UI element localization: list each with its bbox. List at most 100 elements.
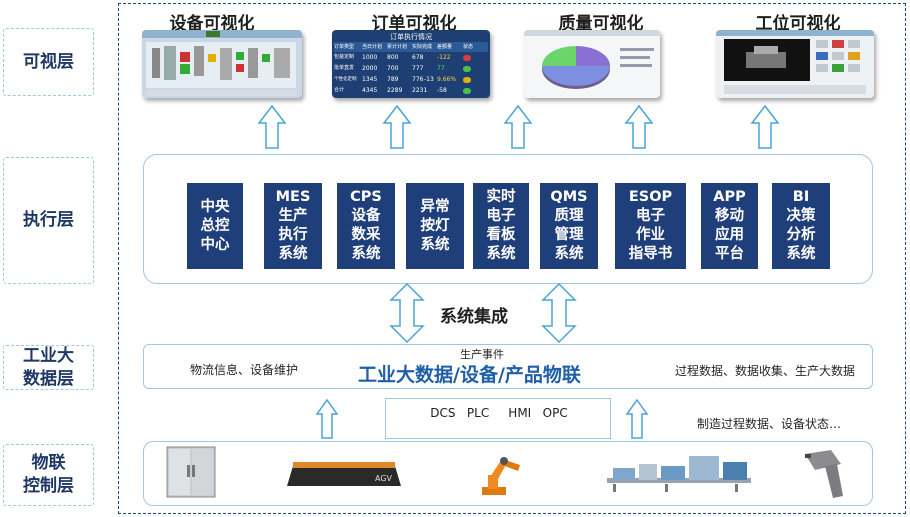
order-table-header-cell: 状态 (463, 44, 474, 50)
system-label: 异常 按灯 系统 (420, 198, 450, 253)
table-cell: 777 (412, 65, 424, 72)
quality-viz-title: 质量可视化 (558, 14, 644, 34)
table-cell: 1345 (362, 76, 378, 83)
quality-pie-chart (524, 30, 660, 89)
order-viz-screenshot: 订单执行情况 订单类型 当日计划 累计计划 实际完成 差额量 状态 包装定制 1… (332, 30, 490, 98)
table-cell: -13 (424, 76, 434, 83)
manufacturing-note: 制造过程数据、设备状态… (697, 417, 842, 431)
station-viz-screenshot (716, 30, 874, 98)
bigdata-top-text: 生产事件 (460, 348, 504, 361)
system-andon: 异常 按灯 系统 (406, 183, 464, 269)
protocols-box: DCS PLC HMI OPC (385, 398, 611, 439)
system-cps: CPS 设备 数采 系统 (337, 183, 395, 269)
system-label: CPS 设备 数采 系统 (350, 189, 382, 262)
order-table: 订单类型 当日计划 累计计划 实际完成 差额量 状态 包装定制 1000 800… (334, 42, 488, 96)
double-arrow-icon (389, 283, 425, 343)
equipment-viz-title: 设备可视化 (169, 14, 255, 34)
table-cell: 800 (387, 54, 399, 61)
system-label: 实时 电子 看板 系统 (486, 189, 516, 262)
station-viz-title: 工位可视化 (755, 14, 841, 34)
system-mes: MES 生产 执行 系统 (264, 183, 322, 269)
system-label: BI 决策 分析 系统 (786, 189, 816, 262)
table-cell: -122 (437, 54, 451, 61)
layer-label-visual: 可视层 (3, 28, 94, 96)
double-arrow-icon (541, 283, 577, 343)
agv-icon: AGV (287, 462, 401, 486)
table-cell: 包装定制 (334, 54, 355, 60)
layer-label-bigdata: 工业大 数据层 (3, 345, 94, 390)
system-qms: QMS 质理 管理 系统 (540, 183, 598, 269)
table-cell: 1000 (362, 54, 378, 61)
barcode-scanner-icon (805, 450, 843, 498)
order-table-header-cell: 差额量 (437, 44, 453, 50)
table-cell: 700 (387, 65, 399, 72)
table-row: 批单直发 2000 700 777 77 (334, 63, 488, 74)
status-dot-green (463, 66, 471, 72)
cabinet-icon (166, 446, 216, 498)
table-cell: 2000 (362, 65, 378, 72)
equipment-viz-screenshot (142, 30, 302, 98)
table-row: 个性化定制 1345 789 776 -13 9.66% (334, 74, 488, 85)
table-cell: 2289 (387, 87, 403, 94)
equipment-schematic (142, 30, 302, 96)
layer-label-execution: 执行层 (3, 157, 94, 284)
production-line-icon (607, 456, 751, 492)
bigdata-right-text: 过程数据、数据收集、生产大数据 (675, 364, 856, 378)
table-row: 合计 4345 2289 2231 -58 (334, 85, 488, 96)
iot-panel (143, 441, 873, 506)
status-dot-yellow (463, 77, 471, 83)
order-table-header-cell: 累计计划 (387, 44, 408, 50)
bigdata-panel (143, 344, 873, 389)
layer-label-bigdata-text: 工业大 数据层 (23, 345, 74, 389)
order-viz-title: 订单可视化 (371, 14, 457, 34)
layer-label-iot: 物联 控制层 (3, 444, 94, 506)
table-row: 包装定制 1000 800 678 -122 (334, 52, 488, 63)
agv-label: AGV (375, 474, 393, 483)
order-table-title: 订单执行情况 (390, 33, 432, 41)
system-label: MES 生产 执行 系统 (275, 189, 311, 262)
up-arrow-icon (750, 104, 780, 149)
order-table-header-cell: 实际完成 (412, 44, 433, 50)
system-central-control: 中央 总控 中心 (187, 183, 243, 269)
table-cell: 776 (412, 76, 424, 83)
system-app: APP 移动 应用 平台 (701, 183, 758, 269)
quality-viz-screenshot (524, 30, 660, 98)
up-arrow-icon (315, 398, 339, 439)
table-cell: 678 (412, 54, 424, 61)
station-dashboard (716, 30, 874, 94)
up-arrow-icon (257, 104, 287, 149)
robot-arm-icon (482, 457, 520, 495)
table-cell: 个性化定制 (334, 77, 357, 82)
layer-label-visual-text: 可视层 (23, 51, 74, 72)
up-arrow-icon (503, 104, 533, 149)
system-label: 中央 总控 中心 (200, 198, 230, 253)
table-cell: 9.66% (437, 76, 457, 83)
system-label: APP 移动 应用 平台 (713, 189, 746, 262)
system-label: ESOP 电子 作业 指导书 (628, 189, 673, 262)
status-dot-green (463, 88, 471, 94)
integration-label: 系统集成 (440, 307, 508, 327)
up-arrow-icon (624, 104, 654, 149)
up-arrow-icon (382, 104, 412, 149)
table-cell: 合计 (334, 87, 345, 93)
architecture-frame (118, 3, 906, 514)
table-cell: 2231 (412, 87, 428, 94)
status-dot-red (463, 55, 471, 61)
layer-label-iot-text: 物联 控制层 (23, 453, 74, 496)
order-table-header: 订单类型 当日计划 累计计划 实际完成 差额量 状态 (334, 42, 488, 52)
table-cell: 4345 (362, 87, 378, 94)
up-arrow-icon (625, 398, 649, 439)
system-bi: BI 决策 分析 系统 (772, 183, 830, 269)
system-esop: ESOP 电子 作业 指导书 (615, 183, 686, 269)
table-cell: 77 (437, 65, 445, 72)
table-cell: -58 (437, 87, 447, 94)
bigdata-left-text: 物流信息、设备维护 (190, 363, 299, 377)
bigdata-center-text: 工业大数据/设备/产品物联 (358, 364, 581, 386)
order-table-header-cell: 当日计划 (362, 44, 383, 50)
protocols-text: DCS PLC HMI OPC (430, 406, 568, 420)
table-cell: 批单直发 (334, 65, 355, 71)
layer-label-execution-text: 执行层 (23, 210, 74, 230)
table-cell: 789 (387, 76, 399, 83)
system-kanban: 实时 电子 看板 系统 (473, 183, 529, 269)
system-label: QMS 质理 管理 系统 (550, 189, 588, 262)
